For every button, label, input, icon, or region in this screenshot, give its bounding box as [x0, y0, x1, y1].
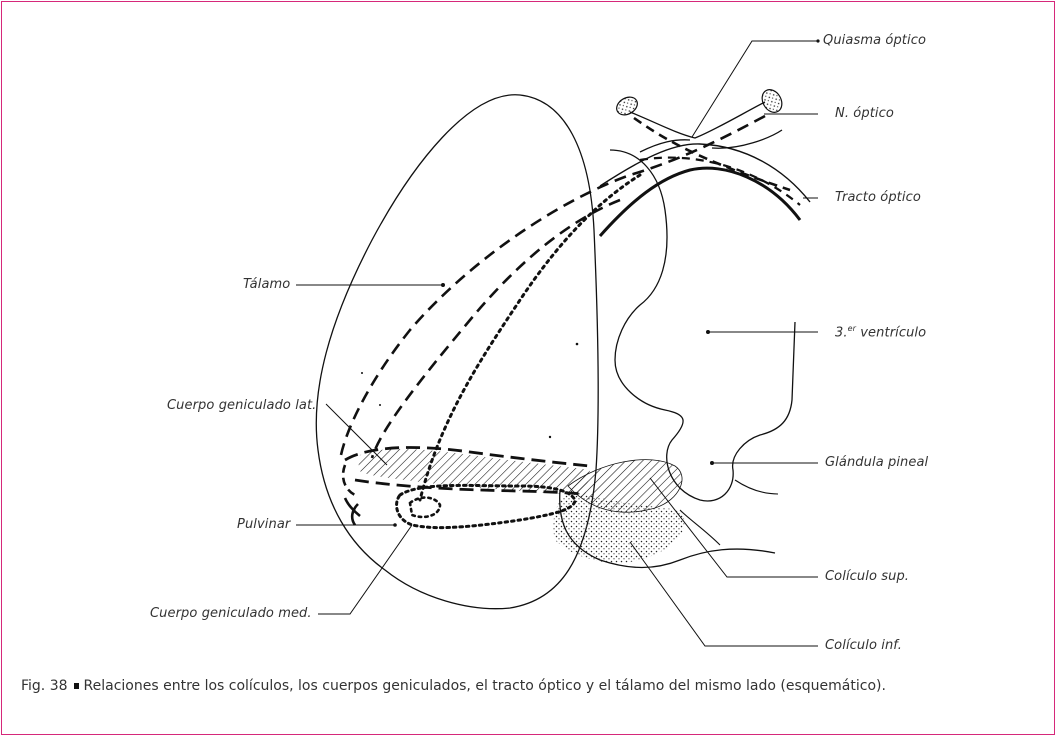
optic-nerve-right-stump: [758, 86, 786, 116]
label-pulvinar: Pulvinar: [237, 517, 290, 532]
label-quiasma-optico: Quiasma óptico: [823, 33, 926, 48]
ordinal-superscript: er: [848, 324, 856, 333]
label-glandula-pineal: Glándula pineal: [825, 455, 928, 470]
caption-text: Relaciones entre los colículos, los cuer…: [84, 678, 886, 694]
label-coliculo-superior: Colículo sup.: [825, 569, 909, 584]
label-tracto-optico: Tracto óptico: [835, 190, 921, 205]
optic-chiasm: [630, 102, 765, 138]
optic-tract-band: [600, 144, 810, 202]
label-coliculo-inferior: Colículo inf.: [825, 638, 902, 653]
caption-bullet: [74, 683, 79, 689]
third-ventricle-outline: [610, 150, 795, 501]
label-talamo: Tálamo: [243, 277, 290, 292]
figure-caption: Fig. 38 Relaciones entre los colículos, l…: [21, 675, 1021, 697]
label-nervio-optico: N. óptico: [835, 106, 894, 121]
figure-number: Fig. 38: [21, 678, 68, 694]
leader-lines: [296, 41, 818, 646]
label-cuerpo-geniculado-lateral: Cuerpo geniculado lat.: [167, 398, 316, 413]
label-tercer-ventriculo: 3.er ventrículo: [835, 324, 926, 340]
label-cuerpo-geniculado-medial: Cuerpo geniculado med.: [150, 606, 312, 621]
